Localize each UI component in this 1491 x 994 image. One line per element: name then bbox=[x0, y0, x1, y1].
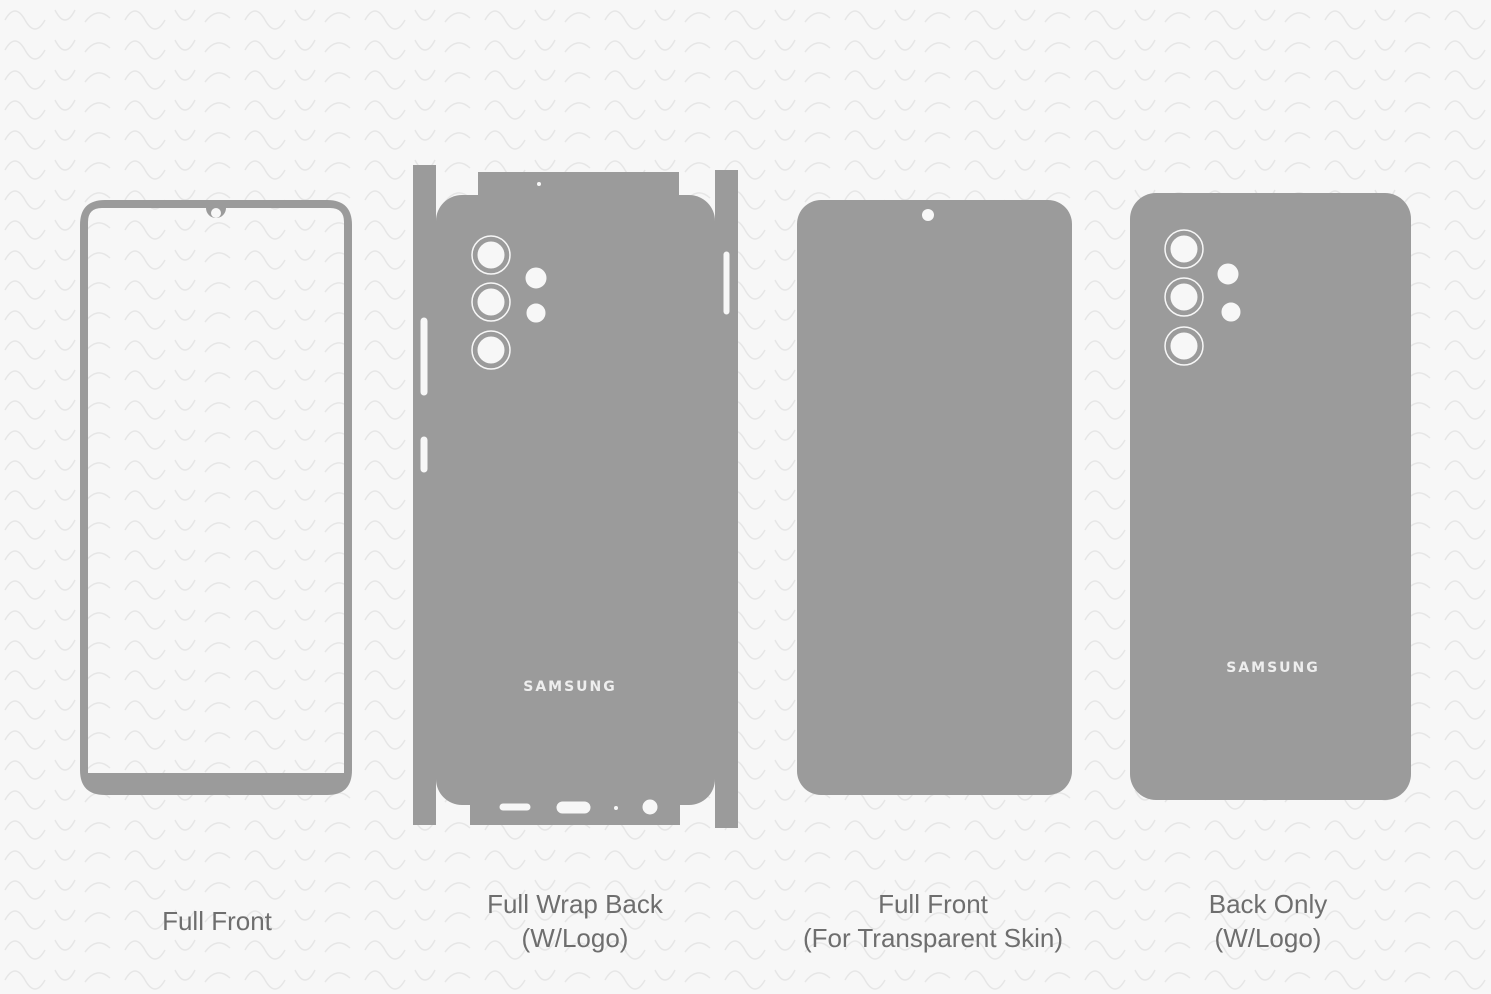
label-full-front-transparent: Full Front (For Transparent Skin) bbox=[733, 887, 1133, 955]
brand-logo: SAMSUNG bbox=[1226, 660, 1320, 676]
full-front-transparent-template bbox=[797, 200, 1072, 795]
full-front-template bbox=[80, 200, 352, 795]
label-full-front: Full Front bbox=[17, 904, 417, 938]
label-line-1: Back Only bbox=[1208, 889, 1328, 919]
front-camera-hole bbox=[211, 208, 221, 218]
label-line-2: (W/Logo) bbox=[1214, 923, 1322, 953]
label-line-1: Full Front bbox=[162, 906, 272, 936]
label-line-1: Full Front bbox=[878, 889, 988, 919]
label-line-2: (W/Logo) bbox=[521, 923, 629, 953]
label-back-only: Back Only (W/Logo) bbox=[1068, 887, 1468, 955]
label-full-wrap-back: Full Wrap Back (W/Logo) bbox=[375, 887, 775, 955]
back-only-template: SAMSUNG bbox=[1130, 193, 1411, 800]
full-wrap-back-template: SAMSUNG bbox=[413, 165, 738, 828]
label-line-1: Full Wrap Back bbox=[487, 889, 663, 919]
label-line-2: (For Transparent Skin) bbox=[802, 923, 1064, 953]
front-camera-hole bbox=[922, 209, 934, 221]
brand-logo: SAMSUNG bbox=[523, 679, 617, 695]
